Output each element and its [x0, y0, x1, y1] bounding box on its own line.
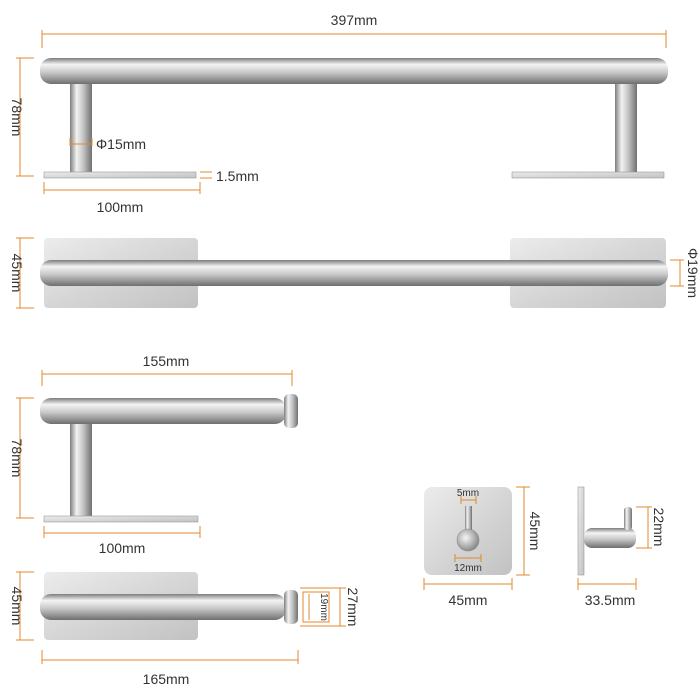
hook-side-plate — [577, 486, 585, 576]
towel-bar-plate-width-label: 100mm — [97, 199, 144, 215]
paper-holder-rod-top — [40, 594, 286, 620]
end-cap-label: 27mm — [345, 588, 361, 627]
paper-holder-plate — [43, 515, 199, 523]
hook-side-knob — [584, 528, 636, 548]
towel-bar-left-plate — [43, 171, 197, 179]
towel-bar-front-view: 397mm 78mm Φ15mm 1.5mm — [9, 12, 668, 215]
hook-peg-dimension: 5mm — [457, 488, 479, 504]
paper-holder-plate-width-label: 100mm — [99, 540, 146, 556]
hook-projection-label: 22mm — [651, 508, 667, 547]
paper-holder-overall-length-label: 165mm — [143, 671, 190, 687]
hook-plate-height-label: 45mm — [527, 512, 543, 551]
paper-holder-plate-width-dimension: 100mm — [43, 526, 201, 556]
paper-holder-length-dimension: 155mm — [41, 353, 293, 386]
hook-plate-width-label: 45mm — [449, 592, 488, 608]
plate-thickness-label: 1.5mm — [216, 168, 259, 184]
towel-bar-plate-width-dimension: 100mm — [43, 182, 201, 215]
hook-knob-label: 12mm — [454, 563, 482, 574]
towel-bar-rod — [40, 58, 668, 84]
towel-bar-left-post — [70, 84, 92, 172]
towel-bar-width-label: 397mm — [331, 12, 378, 28]
post-diameter-label: Φ15mm — [96, 136, 146, 152]
towel-bar-rod-top — [40, 260, 668, 286]
towel-bar-right-plate — [511, 171, 665, 179]
paper-holder-rod — [40, 398, 286, 424]
hook-peg — [465, 506, 472, 536]
towel-bar-top-view: 45mm Φ19mm — [9, 237, 700, 309]
paper-holder-overall-length-dimension: 165mm — [41, 650, 299, 687]
paper-holder-front-view: 155mm 78mm 100mm — [9, 353, 298, 556]
hook-projection-dimension: 22mm — [636, 506, 667, 549]
hook-knob — [456, 528, 480, 552]
bar-diameter-dimension: Φ19mm — [670, 248, 700, 298]
hook-depth-dimension: 33.5mm — [577, 578, 637, 608]
paper-holder-height-label: 78mm — [9, 439, 25, 478]
towel-bar-depth-label: 45mm — [9, 254, 25, 293]
paper-holder-length-label: 155mm — [143, 353, 190, 369]
hook-depth-label: 33.5mm — [585, 592, 636, 608]
paper-holder-end-cap — [284, 394, 298, 428]
hook-side-view: 22mm 33.5mm — [577, 486, 667, 608]
paper-holder-post — [70, 424, 92, 516]
paper-holder-bar-diameter-dimension: 19mm — [302, 591, 330, 623]
towel-bar-width-dimension: 397mm — [41, 12, 667, 48]
hook-plate-width-dimension: 45mm — [423, 578, 513, 608]
paper-holder-height-dimension: 78mm — [9, 397, 34, 519]
towel-bar-right-post — [615, 84, 637, 172]
hook-plate-height-dimension: 45mm — [516, 486, 543, 576]
end-cap-dimension: 27mm — [300, 587, 361, 627]
paper-holder-depth-label: 45mm — [9, 587, 25, 626]
plate-thickness-dimension: 1.5mm — [200, 168, 259, 184]
paper-holder-end-cap-top — [284, 590, 298, 624]
paper-holder-top-view: 45mm 19mm 27mm 165mm — [9, 571, 361, 687]
hook-peg-label: 5mm — [457, 488, 479, 499]
towel-bar-height-dimension: 78mm — [9, 57, 34, 177]
hook-side-peg — [624, 507, 632, 530]
hook-front-view: 5mm 12mm 45mm 45mm — [423, 486, 543, 608]
paper-holder-depth-dimension: 45mm — [9, 571, 34, 641]
towel-bar-height-label: 78mm — [9, 98, 25, 137]
post-diameter-dimension: Φ15mm — [69, 136, 146, 152]
hook-knob-dimension: 12mm — [454, 554, 482, 574]
towel-bar-depth-dimension: 45mm — [9, 237, 34, 309]
bar-diameter-label: Φ19mm — [685, 248, 700, 298]
paper-holder-bar-diameter-label: 19mm — [318, 593, 329, 621]
